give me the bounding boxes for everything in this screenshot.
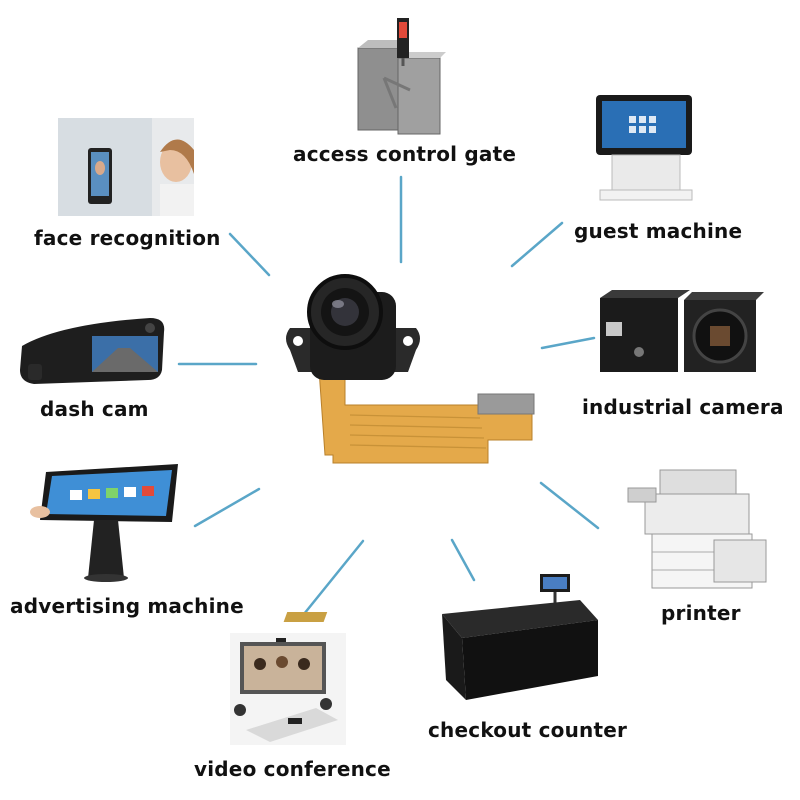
label-industrial-camera: industrial camera: [582, 395, 784, 419]
label-advertising-machine: advertising machine: [10, 594, 244, 618]
connector-advertising-machine: [193, 487, 261, 528]
label-face-recognition: face recognition: [34, 226, 221, 250]
label-checkout-counter: checkout counter: [428, 718, 628, 742]
label-access-control-gate: access control gate: [293, 142, 517, 166]
label-guest-machine: guest machine: [574, 219, 743, 243]
label-video-conference: video conference: [194, 757, 391, 781]
connector-video-conference: [302, 539, 365, 616]
connector-face-recognition: [228, 232, 271, 277]
connector-industrial-camera: [540, 336, 596, 350]
label-printer: printer: [661, 601, 741, 625]
flex-connector-stiffener: [477, 393, 535, 415]
label-dash-cam: dash cam: [40, 397, 149, 421]
connector-guest-machine: [510, 221, 564, 268]
connector-printer: [539, 481, 600, 530]
connector-checkout-counter: [450, 538, 476, 582]
